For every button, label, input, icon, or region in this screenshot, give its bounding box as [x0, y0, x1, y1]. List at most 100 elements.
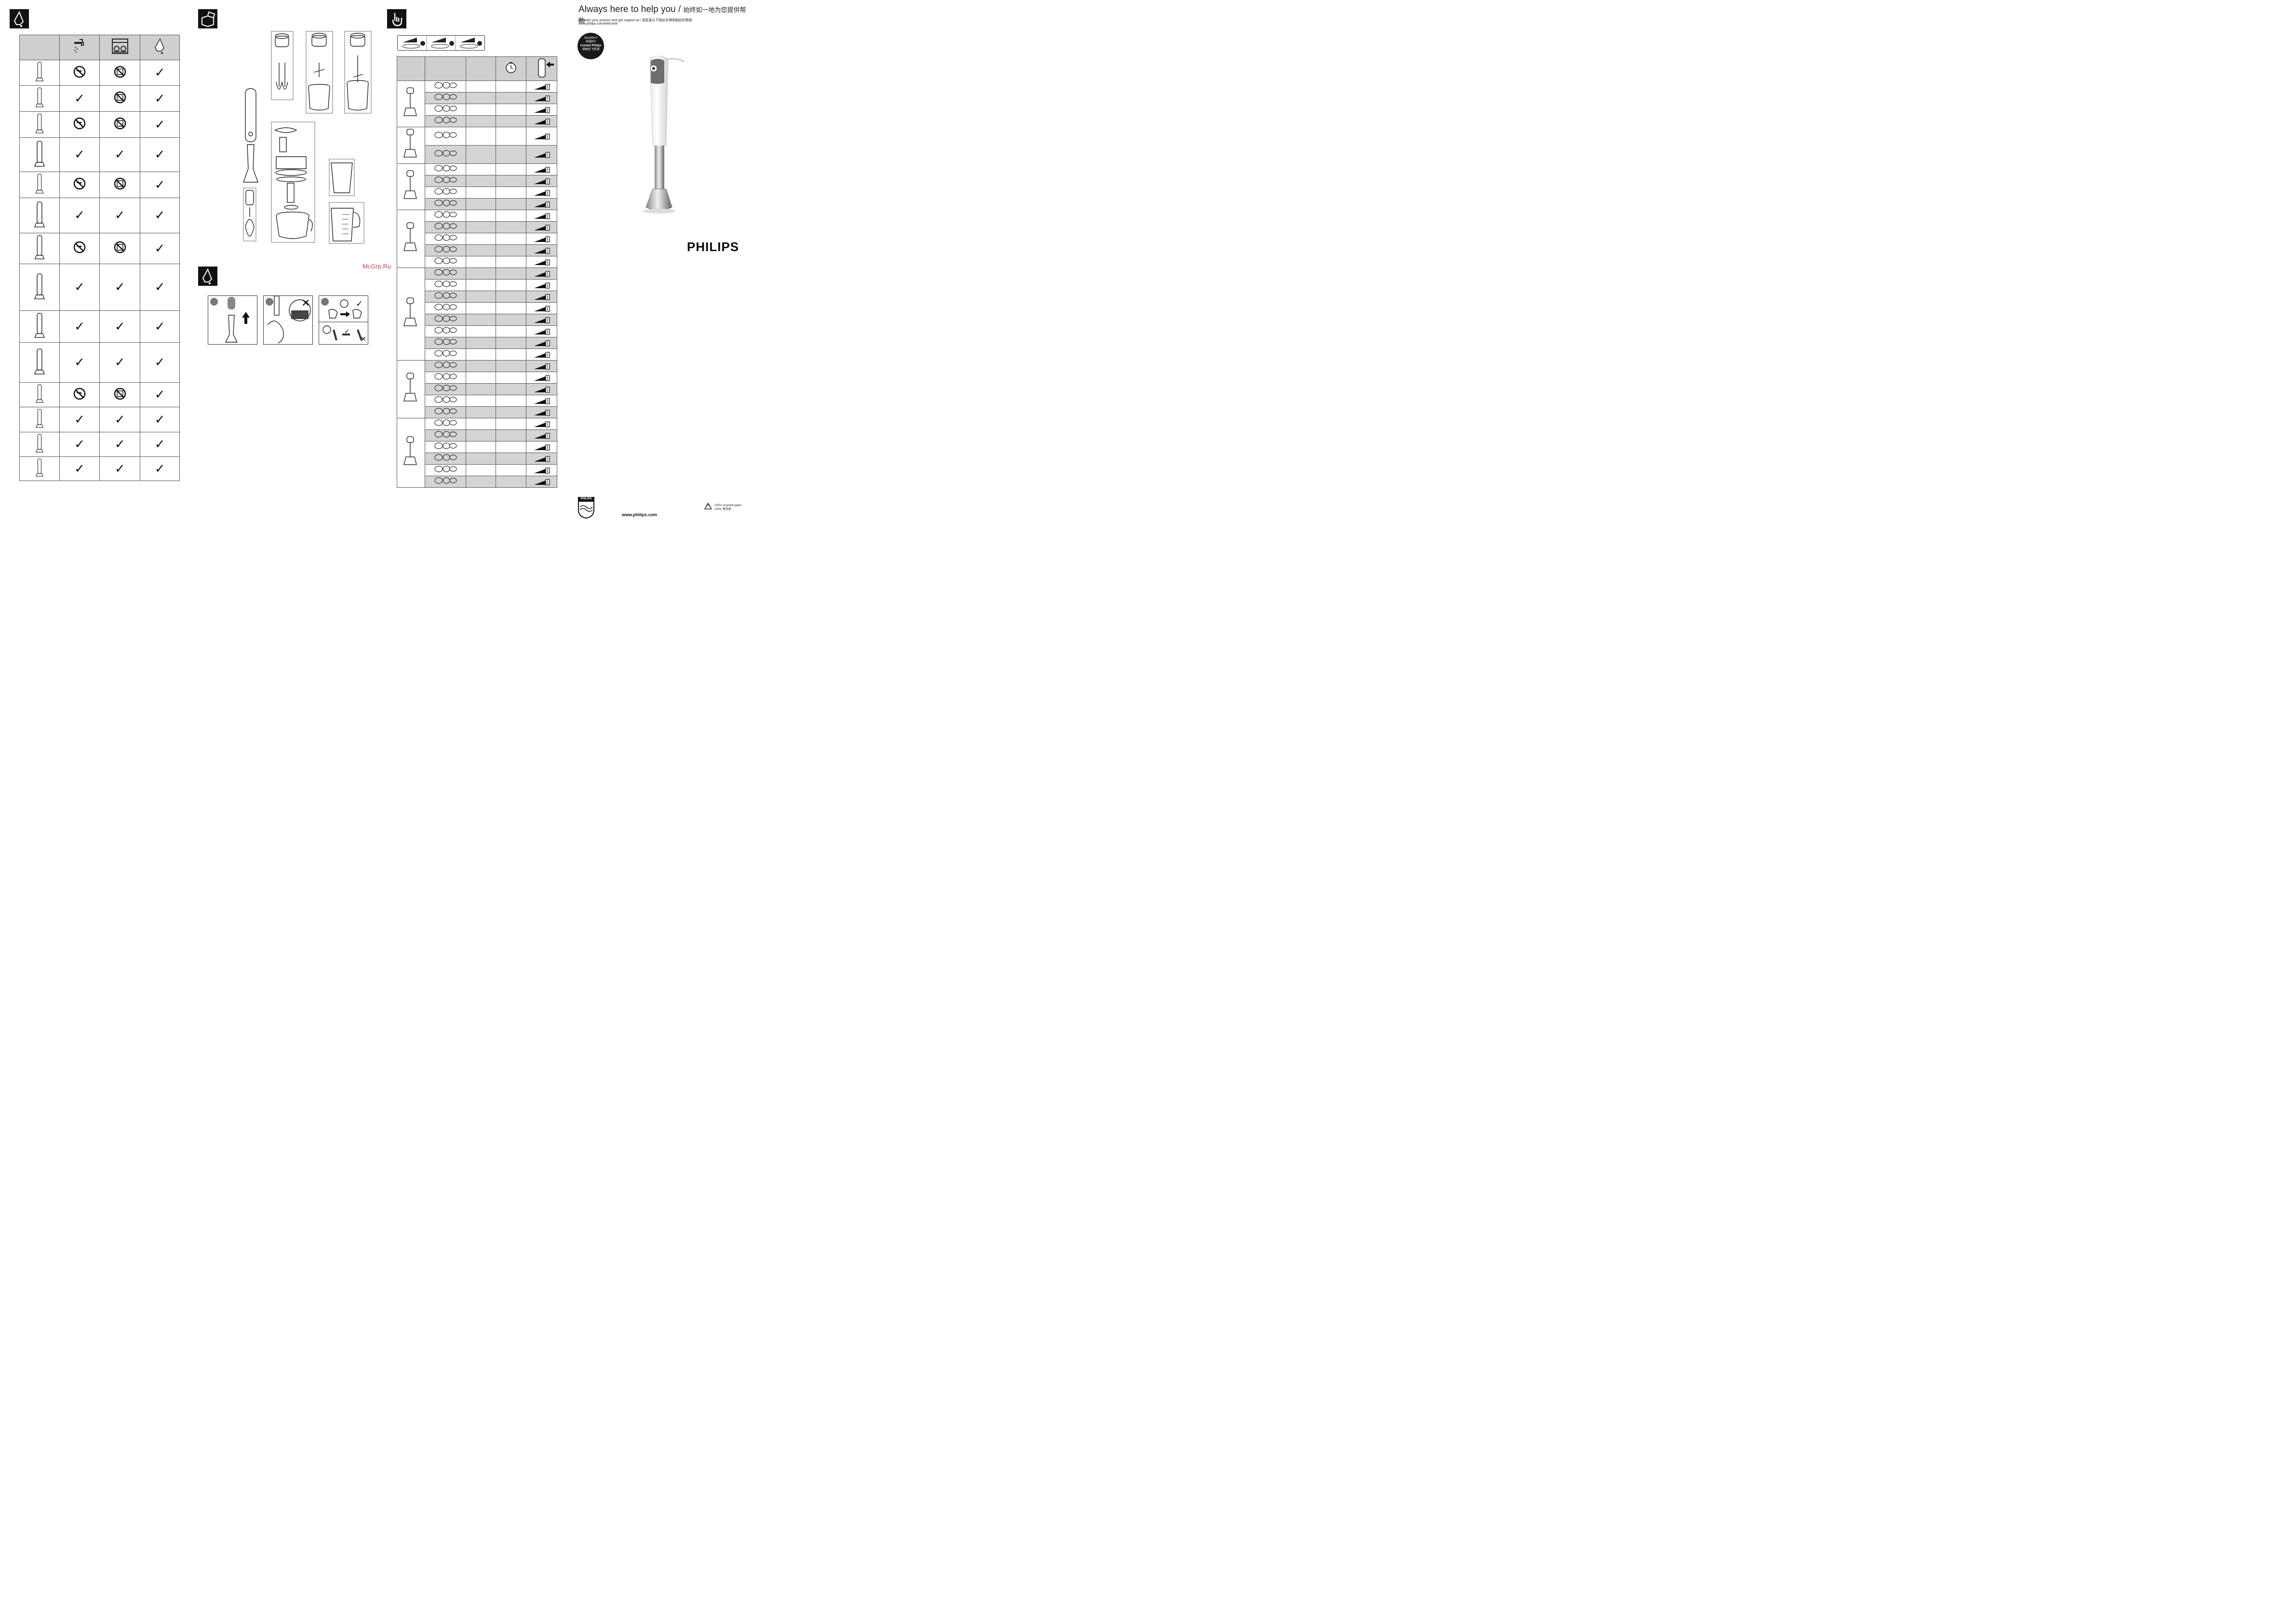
empty-cell: [465, 163, 497, 175]
recipe-row: [397, 383, 557, 395]
empty-cell: [465, 441, 497, 453]
check-mark: ✓: [99, 342, 141, 383]
recipe-table: [397, 56, 557, 488]
empty-cell: [465, 145, 497, 164]
food-cream-icon: [424, 127, 466, 146]
recipe-row: [397, 256, 557, 268]
part-beaters-icon: [19, 198, 60, 233]
question-badge: Question? 有疑问? Contact Philips 请联系飞利浦: [577, 33, 604, 59]
recycled-paper-note: 100% recycled paper 100% 再生纸: [714, 504, 742, 511]
food-meat-icon: [424, 372, 466, 384]
empty-cell: [496, 104, 527, 116]
food-cake-icon: [424, 198, 466, 210]
no-tap-water-icon: [59, 382, 100, 407]
recipe-row: [397, 115, 557, 127]
recipe-row: [397, 360, 557, 418]
check-mark: ✓: [140, 432, 180, 457]
empty-cell: [465, 360, 497, 372]
cleaning-row: ✓: [19, 172, 180, 198]
speed-setting-icon: [526, 302, 557, 314]
recipe-row: [397, 348, 557, 361]
check-mark: ✓: [140, 456, 180, 481]
speed-setting-icon: [526, 360, 557, 372]
dishwasher-icon: [99, 35, 141, 60]
speed-setting-icon: [526, 429, 557, 441]
check-mark: ✓: [59, 342, 100, 383]
check-mark: ✓: [99, 432, 141, 457]
empty-cell: [465, 383, 497, 395]
empty-cell: [465, 325, 497, 337]
register-url[interactable]: www.philips.com/welcome: [578, 22, 618, 26]
attachment-4-icon: [397, 210, 425, 268]
recipe-row: [397, 244, 557, 256]
food-bread-icon: [424, 267, 466, 280]
food-herbs-icon: [424, 383, 466, 395]
empty-cell: [465, 127, 497, 146]
check-mark: ✓: [59, 137, 100, 172]
empty-cell: [496, 80, 527, 93]
check-mark: ✓: [140, 407, 180, 432]
empty-cell: [496, 418, 527, 430]
empty-cell: [496, 244, 527, 256]
recipe-row: [397, 429, 557, 441]
empty-cell: [465, 314, 497, 326]
speed-setting-icon: [526, 476, 557, 488]
attachment-3-icon: [397, 163, 425, 210]
recipe-row: [397, 267, 557, 361]
part-beater-gearbox-icon: [19, 172, 60, 198]
attachment-7-icon: [397, 418, 425, 488]
cloth-wipe-icon: [140, 35, 180, 60]
recipe-row: [397, 337, 557, 349]
speed-setting-icon: [526, 279, 557, 291]
empty-cell: [496, 127, 527, 146]
empty-cell: [465, 92, 497, 104]
no-tap-water-icon: [59, 233, 100, 264]
empty-cell: [465, 210, 497, 222]
part-processor-lid-icon: [19, 382, 60, 407]
check-mark: ✓: [59, 407, 100, 432]
cleaning-cloth-icon-2: [198, 267, 217, 286]
empty-cell: [496, 233, 527, 245]
check-mark: ✓: [59, 264, 100, 311]
food-chocolate-icon: [424, 337, 466, 349]
food-egg-icon: [424, 92, 466, 104]
check-mark: ✓: [140, 342, 180, 383]
recipe-row: [397, 314, 557, 326]
attachment-2-icon: [397, 127, 425, 164]
recipe-row: [397, 279, 557, 291]
speed-setting-icon: [526, 210, 557, 222]
speed-setting-icon: [526, 221, 557, 233]
empty-cell: [496, 145, 527, 164]
empty-cell: [496, 187, 527, 199]
part-whisk-coupler-icon: [19, 111, 60, 138]
check-mark: ✓: [140, 233, 180, 264]
food-nuts-icon: [424, 256, 466, 268]
no-dishwasher-icon: [99, 60, 141, 86]
empty-cell: [496, 464, 527, 476]
empty-cell: [465, 198, 497, 210]
empty-cell: [496, 198, 527, 210]
food-onion-icon: [424, 360, 466, 372]
empty-cell: [496, 348, 527, 361]
cleaning-row: ✓✓✓: [19, 342, 180, 383]
empty-cell: [496, 476, 527, 488]
watermark: McGrp.Ru: [363, 263, 391, 270]
empty-cell: [496, 360, 527, 372]
food-pan-icon: [424, 115, 466, 127]
empty-cell: [465, 256, 497, 268]
empty-cell: [465, 418, 497, 430]
empty-cell: [496, 221, 527, 233]
philips-logo-text: PHILIPS: [687, 240, 739, 254]
empty-cell: [465, 348, 497, 361]
food-meat-icon: [424, 221, 466, 233]
cleaning-row: ✓: [19, 111, 180, 138]
check-mark: ✓: [99, 198, 141, 233]
website-link[interactable]: www.philips.com: [622, 512, 658, 517]
svg-text:✕: ✕: [361, 335, 366, 343]
empty-cell: [465, 429, 497, 441]
food-potato-icon: [424, 476, 466, 488]
check-mark: ✓: [59, 85, 100, 112]
philips-shield-logo: [578, 497, 594, 519]
empty-cell: [465, 406, 497, 418]
attachment-6-icon: [397, 360, 425, 418]
